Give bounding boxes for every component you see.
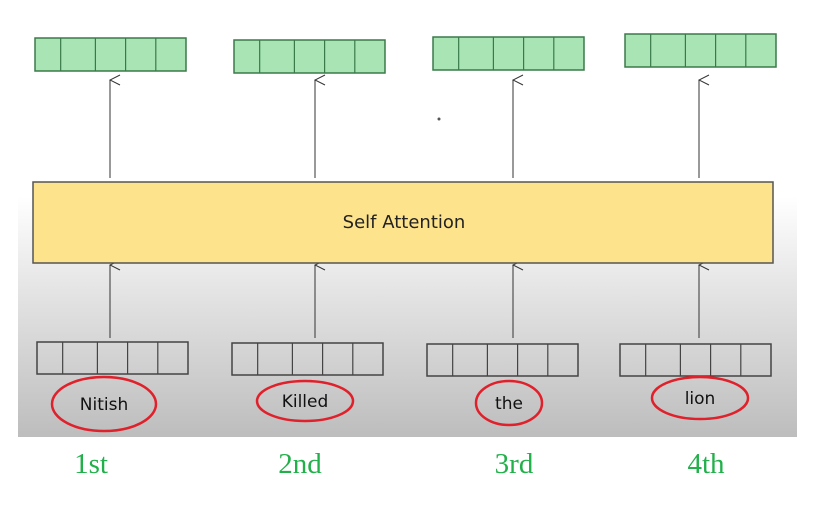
self-attention-layer [32,181,774,264]
input-vector-1 [36,341,189,375]
position-label-3: 3rd [494,448,534,480]
word-circle-2 [255,379,355,423]
word-circle-1 [50,375,158,433]
input-vector-3 [426,343,579,377]
word-circle-3 [474,379,544,427]
word-circle-4 [650,375,750,421]
position-label-1: 1st [74,448,108,480]
position-label-4: 4th [687,448,725,480]
output-vector-3 [432,36,585,71]
word-token-3: the [495,394,523,414]
input-vector-2 [231,342,384,376]
output-vector-1 [34,37,187,72]
input-vector-4 [619,343,772,377]
output-vector-2 [233,39,386,74]
position-label-2: 2nd [278,448,322,480]
output-vector-4 [624,33,777,68]
word-token-1: Nitish [80,395,128,415]
word-token-4: lion [685,389,716,409]
word-token-2: Killed [282,392,329,412]
self-attention-label: Self Attention [343,212,466,233]
stray-dot [437,117,441,121]
